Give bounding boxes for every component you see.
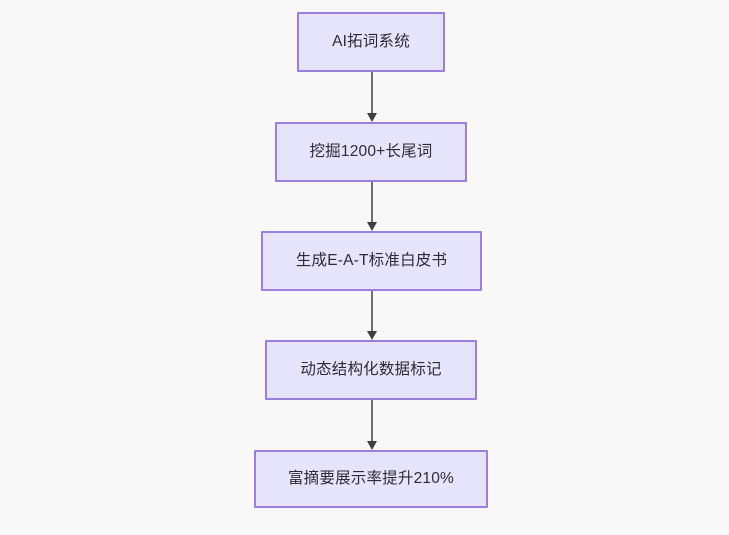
flowchart-node-dynamic-structured-data-markup[interactable]: 动态结构化数据标记: [265, 340, 477, 400]
edge-n2-n3: [367, 182, 377, 231]
edge-n1-n2: [367, 72, 377, 122]
edge-line: [371, 291, 373, 333]
edge-line: [371, 400, 373, 443]
node-label: 动态结构化数据标记: [300, 361, 442, 379]
edge-n4-n5: [367, 400, 377, 450]
node-label: AI拓词系统: [332, 33, 410, 51]
node-label: 挖掘1200+长尾词: [309, 143, 433, 161]
edge-n3-n4: [367, 291, 377, 340]
arrowhead-icon: [367, 331, 377, 340]
node-label: 生成E-A-T标准白皮书: [295, 252, 448, 270]
flowchart-node-ai-keyword-system[interactable]: AI拓词系统: [297, 12, 445, 72]
edge-line: [371, 182, 373, 224]
arrowhead-icon: [367, 113, 377, 122]
node-label: 富摘要展示率提升210%: [287, 470, 455, 488]
flowchart-node-mine-longtail-keywords[interactable]: 挖掘1200+长尾词: [275, 122, 467, 182]
arrowhead-icon: [367, 441, 377, 450]
edge-line: [371, 72, 373, 115]
flowchart-node-generate-eat-whitepaper[interactable]: 生成E-A-T标准白皮书: [261, 231, 482, 291]
arrowhead-icon: [367, 222, 377, 231]
flowchart-node-rich-snippet-impression-uplift[interactable]: 富摘要展示率提升210%: [254, 450, 488, 508]
